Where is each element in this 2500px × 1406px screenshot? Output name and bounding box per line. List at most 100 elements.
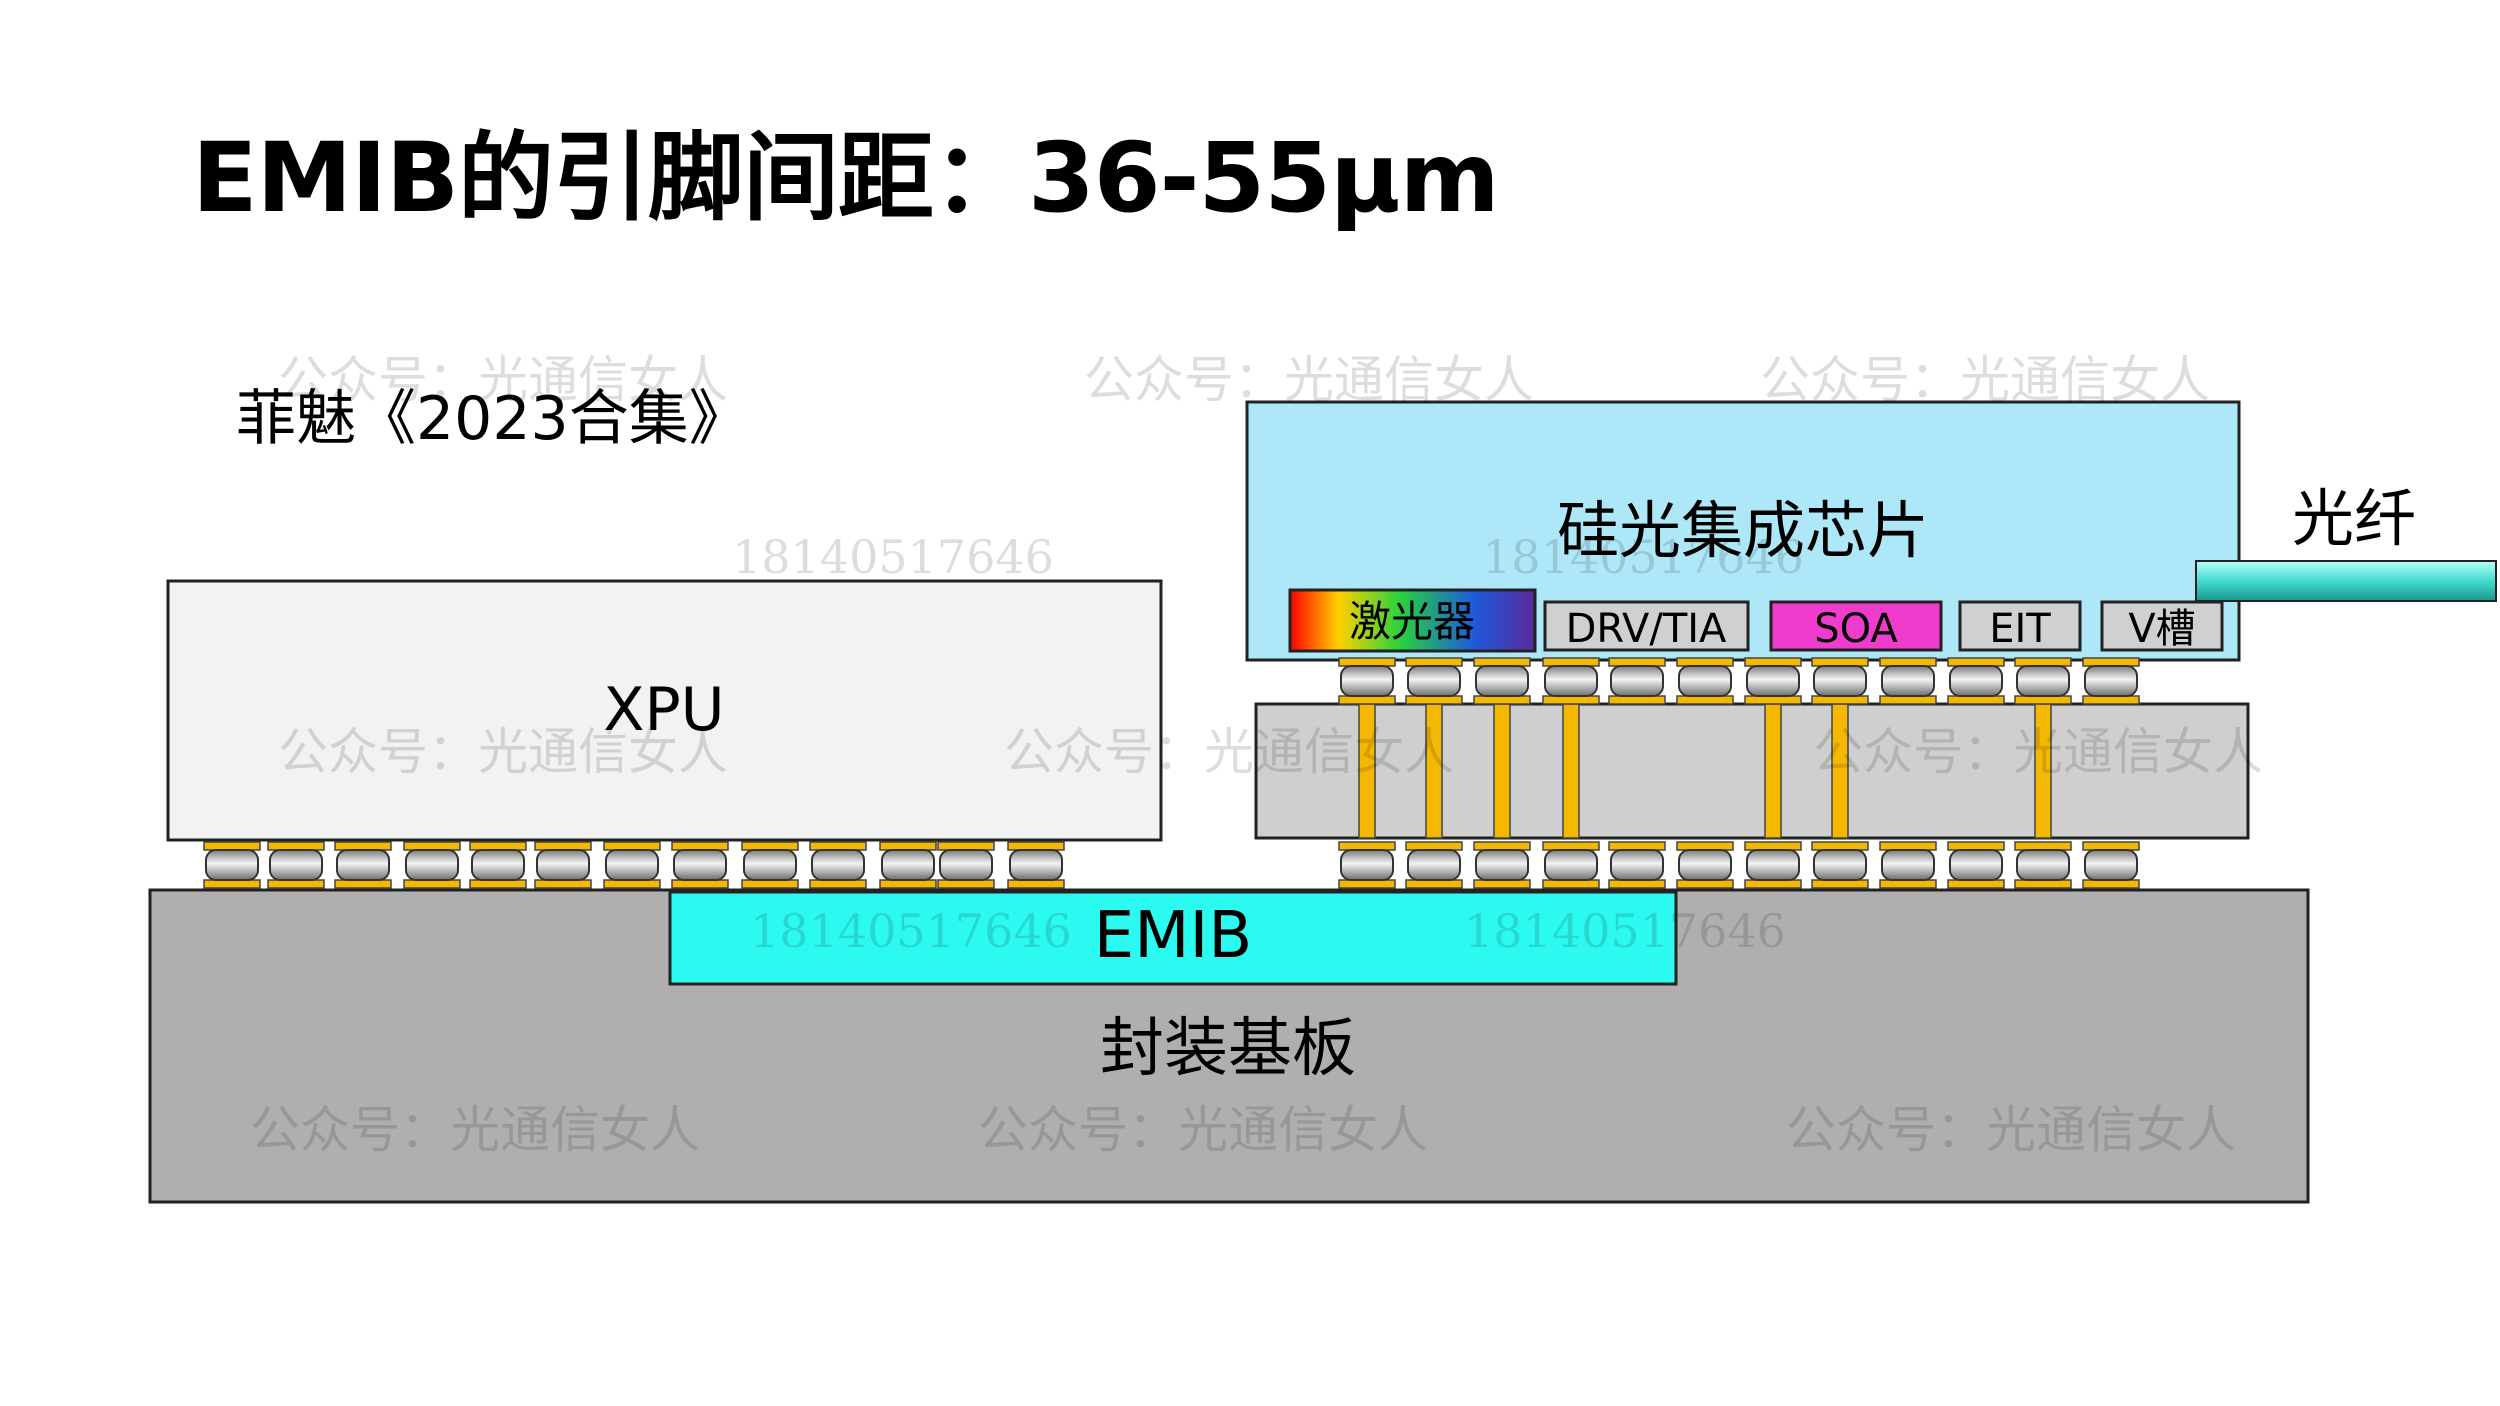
bump-pad bbox=[1744, 657, 1802, 667]
bump-pad bbox=[469, 879, 527, 889]
bump-pad bbox=[1947, 695, 2005, 705]
bump-pad bbox=[1608, 841, 1666, 851]
bump-pad bbox=[603, 879, 661, 889]
bump-pad bbox=[267, 879, 325, 889]
solder-bump bbox=[1340, 849, 1394, 881]
bump-pad bbox=[403, 841, 461, 851]
bump-pad bbox=[1473, 695, 1531, 705]
solder-bump bbox=[2016, 665, 2070, 697]
bump-pad bbox=[1947, 657, 2005, 667]
solder-bump bbox=[605, 849, 659, 881]
bump-pad bbox=[1811, 695, 1869, 705]
solder-bump bbox=[1610, 849, 1664, 881]
bump-pad bbox=[879, 841, 937, 851]
bump-pad bbox=[879, 879, 937, 889]
bump-pad bbox=[1608, 657, 1666, 667]
solder-bump bbox=[1949, 665, 2003, 697]
drv-tia-label: DRV/TIA bbox=[1566, 606, 1727, 652]
bump-pad bbox=[2082, 695, 2140, 705]
bump-pad bbox=[203, 879, 261, 889]
solder-bump bbox=[1610, 665, 1664, 697]
solder-bump bbox=[1407, 849, 1461, 881]
solder-bump bbox=[1746, 849, 1800, 881]
laser-block bbox=[1288, 588, 1537, 653]
through-via bbox=[2034, 703, 2052, 839]
bump-pad bbox=[1744, 841, 1802, 851]
solder-bump bbox=[1544, 849, 1598, 881]
optical-fiber bbox=[2195, 560, 2497, 602]
silicon-photonics-label: 硅光集成芯片 bbox=[1557, 494, 1929, 567]
solder-bump bbox=[1881, 849, 1935, 881]
through-via bbox=[1562, 703, 1580, 839]
bump-pad bbox=[267, 841, 325, 851]
solder-bump bbox=[1746, 665, 1800, 697]
bump-pad bbox=[2014, 841, 2072, 851]
solder-bump bbox=[1949, 849, 2003, 881]
solder-bump bbox=[1475, 849, 1529, 881]
solder-bump bbox=[471, 849, 525, 881]
bump-pad bbox=[1947, 879, 2005, 889]
solder-bump bbox=[536, 849, 590, 881]
solder-bump bbox=[939, 849, 993, 881]
bump-pad bbox=[534, 879, 592, 889]
through-via bbox=[1764, 703, 1782, 839]
bump-pad bbox=[334, 841, 392, 851]
through-via bbox=[1425, 703, 1443, 839]
bump-pad bbox=[1007, 879, 1065, 889]
solder-bump bbox=[2084, 665, 2138, 697]
subtitle: 菲魅《2023合集》 bbox=[236, 384, 749, 454]
bump-pad bbox=[403, 879, 461, 889]
page-title: EMIB的引脚间距：36-55μm bbox=[192, 122, 1500, 234]
solder-bump bbox=[1678, 665, 1732, 697]
bump-pad bbox=[534, 841, 592, 851]
solder-bump bbox=[1340, 665, 1394, 697]
solder-bump bbox=[1475, 665, 1529, 697]
xpu-microbumps bbox=[203, 841, 1065, 889]
bump-pad bbox=[1473, 657, 1531, 667]
bump-pad bbox=[2082, 657, 2140, 667]
solder-bump bbox=[205, 849, 259, 881]
bump-pad bbox=[1338, 841, 1396, 851]
soa-label: SOA bbox=[1814, 606, 1898, 652]
bump-pad bbox=[2082, 841, 2140, 851]
bump-pad bbox=[1811, 657, 1869, 667]
bump-pad bbox=[469, 841, 527, 851]
photonics-interposer bbox=[1254, 702, 2250, 840]
v-groove-block bbox=[2100, 600, 2224, 652]
bump-pad bbox=[1676, 841, 1734, 851]
xpu-die bbox=[166, 579, 1163, 842]
bump-pad bbox=[1007, 841, 1065, 851]
laser-label: 激光器 bbox=[1349, 597, 1475, 646]
bump-pad bbox=[1676, 879, 1734, 889]
through-via bbox=[1358, 703, 1376, 839]
drv-tia-block bbox=[1543, 600, 1750, 652]
bump-pad bbox=[1405, 879, 1463, 889]
bump-pad bbox=[1947, 841, 2005, 851]
bump-pad bbox=[1473, 879, 1531, 889]
bump-pad bbox=[1608, 695, 1666, 705]
bump-pad bbox=[1744, 695, 1802, 705]
solder-bump bbox=[1407, 665, 1461, 697]
solder-bump bbox=[1813, 665, 1867, 697]
solder-bump bbox=[743, 849, 797, 881]
bump-pad bbox=[334, 879, 392, 889]
bump-pad bbox=[203, 841, 261, 851]
bump-pad bbox=[741, 879, 799, 889]
bump-pad bbox=[2014, 695, 2072, 705]
bump-pad bbox=[1676, 695, 1734, 705]
bump-pad bbox=[1338, 657, 1396, 667]
bump-pad bbox=[1542, 879, 1600, 889]
bump-pad bbox=[671, 879, 729, 889]
solder-bump bbox=[1678, 849, 1732, 881]
solder-bump bbox=[1009, 849, 1063, 881]
bump-pad bbox=[1879, 841, 1937, 851]
bump-pad bbox=[937, 879, 995, 889]
bump-pad bbox=[1811, 841, 1869, 851]
through-via bbox=[1831, 703, 1849, 839]
solder-bump bbox=[405, 849, 459, 881]
bump-pad bbox=[1676, 657, 1734, 667]
fiber-label: 光纤 bbox=[2292, 482, 2416, 555]
bump-pad bbox=[2082, 879, 2140, 889]
interposer-bottom-bumps bbox=[1338, 841, 2140, 889]
bump-pad bbox=[1405, 695, 1463, 705]
